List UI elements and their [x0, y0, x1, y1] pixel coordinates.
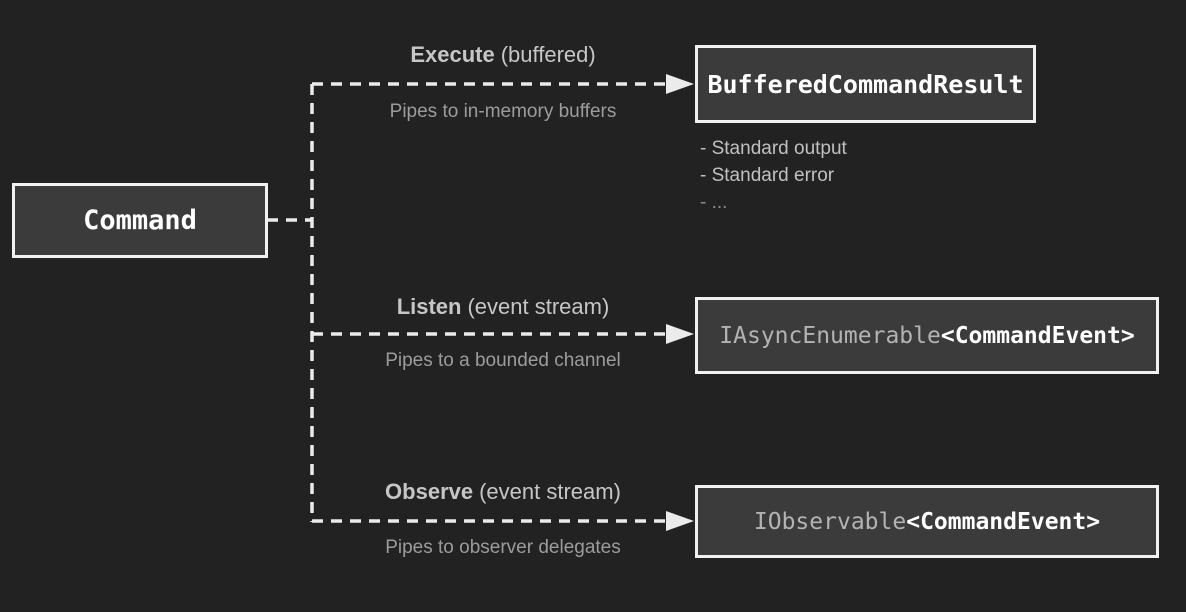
- arrowhead-execute-icon: [666, 74, 694, 94]
- buffered-command-result-node: BufferedCommandResult: [695, 45, 1036, 123]
- branch-caption-listen: Pipes to a bounded channel: [385, 350, 621, 371]
- branch-title-execute: Execute(buffered): [311, 42, 695, 68]
- note-standard-error: - Standard error: [700, 165, 835, 186]
- arrowhead-observe-icon: [666, 511, 694, 531]
- branch-method-execute: Execute: [410, 42, 495, 67]
- note-ellipsis: - ...: [700, 192, 728, 213]
- buffered-result-notes: - Standard output - Standard error - ...: [700, 135, 847, 216]
- branch-qualifier-execute: (buffered): [500, 42, 596, 67]
- branch-qualifier-listen: (event stream): [467, 294, 610, 319]
- branch-title-observe: Observe(event stream): [311, 479, 695, 505]
- branch-method-observe: Observe: [385, 479, 474, 504]
- iasyncenumerable-type-name: IAsyncEnumerable: [719, 322, 941, 349]
- iobservable-generic-arg: <CommandEvent>: [906, 508, 1101, 535]
- buffered-command-result-label: BufferedCommandResult: [707, 69, 1024, 99]
- iasyncenumerable-generic-arg: <CommandEvent>: [940, 322, 1135, 349]
- arrowhead-listen-icon: [666, 324, 694, 344]
- iobservable-type-name: IObservable: [753, 508, 907, 535]
- command-node-label: Command: [83, 205, 197, 236]
- iobservable-node: IObservable<CommandEvent>: [695, 485, 1159, 558]
- branch-method-listen: Listen: [396, 294, 462, 319]
- branch-caption-execute: Pipes to in-memory buffers: [389, 101, 617, 122]
- branch-qualifier-observe: (event stream): [479, 479, 621, 504]
- iasyncenumerable-node: IAsyncEnumerable<CommandEvent>: [695, 297, 1159, 374]
- note-standard-output: - Standard output: [700, 138, 847, 159]
- command-node: Command: [12, 183, 268, 258]
- branch-caption-observe: Pipes to observer delegates: [385, 537, 621, 558]
- branch-title-listen: Listen(event stream): [311, 294, 695, 320]
